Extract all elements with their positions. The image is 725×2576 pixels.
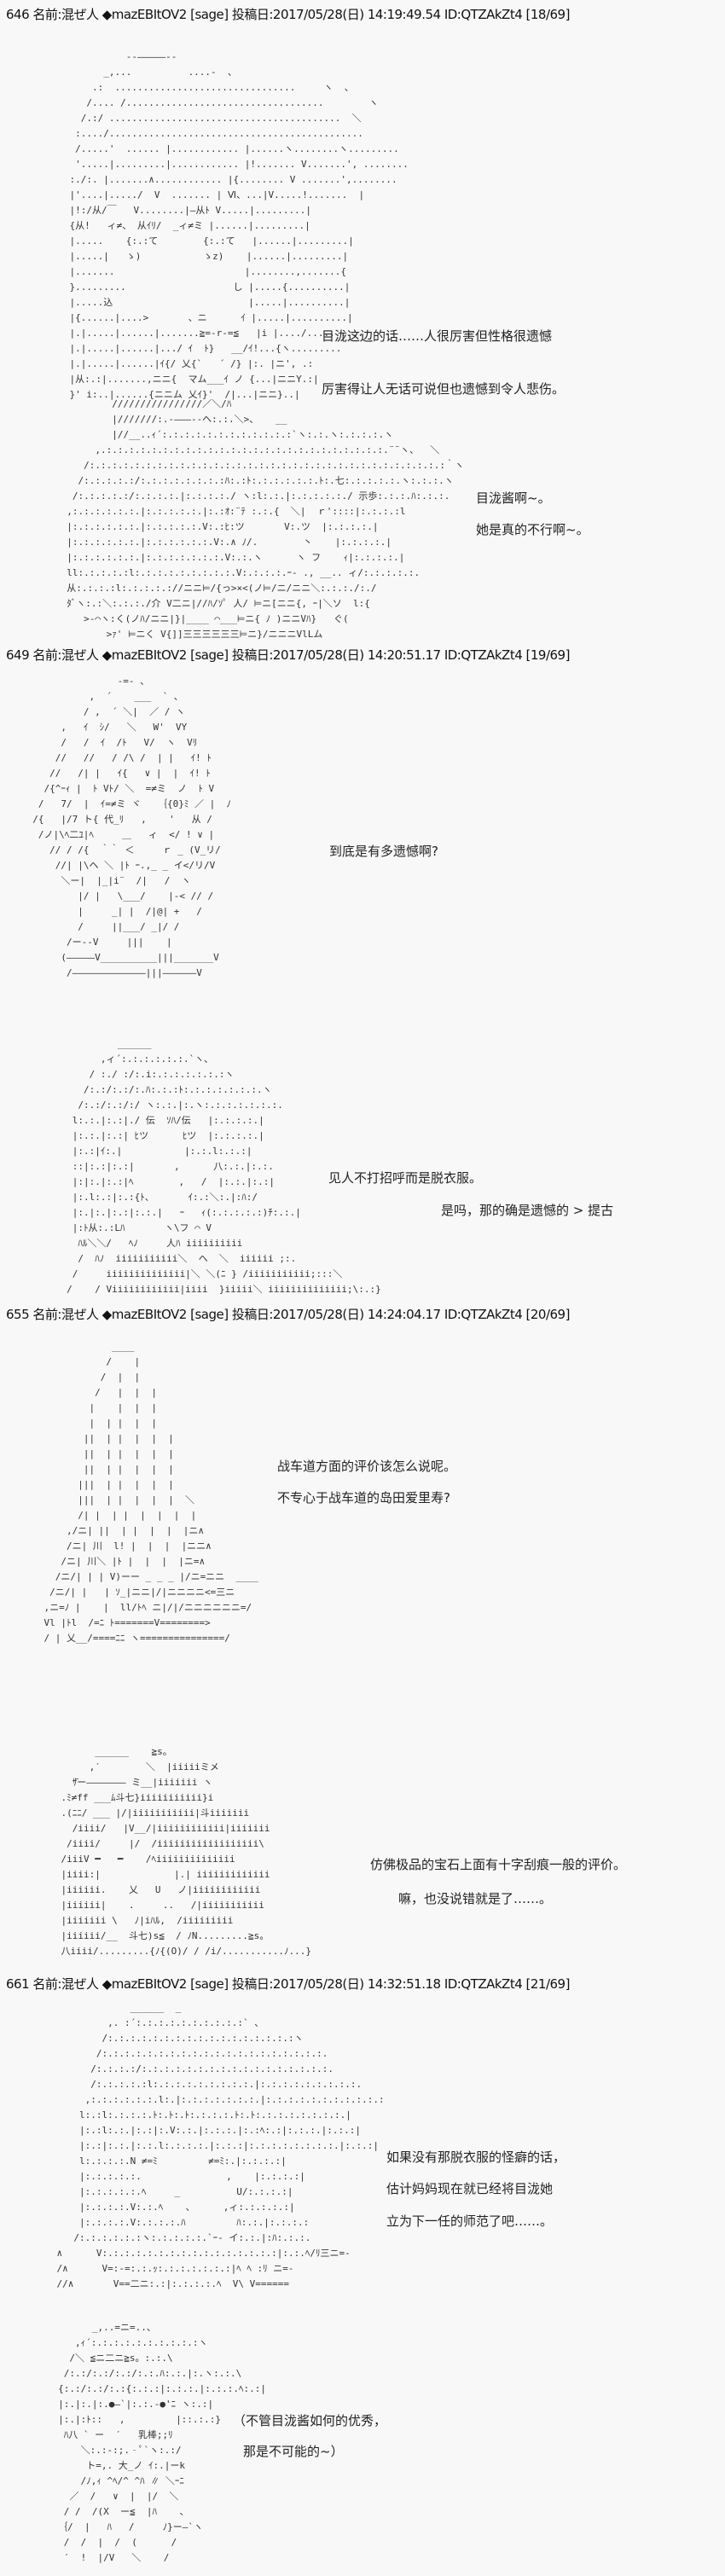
dialogue-line: 立为下一任的师范了吧……。 xyxy=(386,2213,554,2229)
dialogue-line: 如果没有那脱衣服的怪癖的话， xyxy=(386,2150,566,2165)
ascii-art-figure: _,..=ニ=..、 ,ｨ´:.:.:.:.:.:.:.:.:.:ヽ /＼ ≦ニ… xyxy=(58,2322,267,2563)
ascii-art-figure: ______ ≧s。 ,′ ＼ |iiiiiミメ ｻ̄ー――――――― ミ__|… xyxy=(61,1746,312,1957)
dialogue-line: 见人不打招呼而是脱衣服。 xyxy=(328,1170,483,1186)
dialogue-line: 不专心于战车道的岛田爱里寿? xyxy=(277,1490,450,1506)
dialogue-line: 她是真的不行啊~。 xyxy=(476,522,589,537)
dialogue-line: （不管目泷酱如何的优秀， xyxy=(233,2413,387,2428)
post-header-649: 649 名前:混ぜ人 ◆mazEBItOV2 [sage] 投稿日:2017/0… xyxy=(6,647,570,663)
dialogue-line: 目泷这边的话……人很厉害但性格很遗憾 xyxy=(322,328,553,344)
post-header-655: 655 名前:混ぜ人 ◆mazEBItOV2 [sage] 投稿日:2017/0… xyxy=(6,1307,570,1322)
dialogue-line: 嘛，也没说错就是了……。 xyxy=(398,1891,553,1906)
ascii-art-figure: ______ _ ,. :´:.:.:.:.:.:.:.:.:.:` 、 /:.… xyxy=(56,2002,385,2289)
post-header-661: 661 名前:混ぜ人 ◆mazEBItOV2 [sage] 投稿日:2017/0… xyxy=(6,1976,570,1992)
post-header-646: 646 名前:混ぜ人 ◆mazEBItOV2 [sage] 投稿日:2017/0… xyxy=(6,7,570,22)
ascii-art-figure: -=- 、 , ´ ___ ` 、 / , ´ ＼| ／ / ヽ , ｲ ｼ/ … xyxy=(32,676,231,978)
dialogue-line: 到底是有多遗憾啊? xyxy=(329,844,438,859)
dialogue-line: 厉害得让人无话可说但也遗憾到令人悲伤。 xyxy=(322,381,566,397)
dialogue-line: 是吗，那的确是遗憾的 > 提古 xyxy=(441,1203,614,1218)
ascii-art-figure: --―――――-- _,... ....- 、 .: .............… xyxy=(69,51,409,400)
dialogue-line: 仿佛极品的宝石上面有十字刮痕一般的评价。 xyxy=(370,1857,627,1872)
dialogue-line: 目泷酱啊~。 xyxy=(476,490,551,506)
dialogue-line: 那是不可能的~） xyxy=(243,2444,344,2459)
ascii-art-figure: ____ / | / | | / | | | | | | | | | | | |… xyxy=(44,1341,258,1644)
dialogue-line: 战车道方面的评价该怎么说呢。 xyxy=(277,1459,457,1474)
dialogue-line: 估计妈妈现在就已经将目泷她 xyxy=(386,2181,554,2196)
ascii-art-figure: ////////////////／＼/ﾊ |///////:.-―――‐‐ヘ:.… xyxy=(67,398,464,640)
ascii-art-figure: ______ ,ィ´:.:.:.:.:.:.`ヽ、 / :./ :/:.i:.:… xyxy=(67,1038,381,1295)
